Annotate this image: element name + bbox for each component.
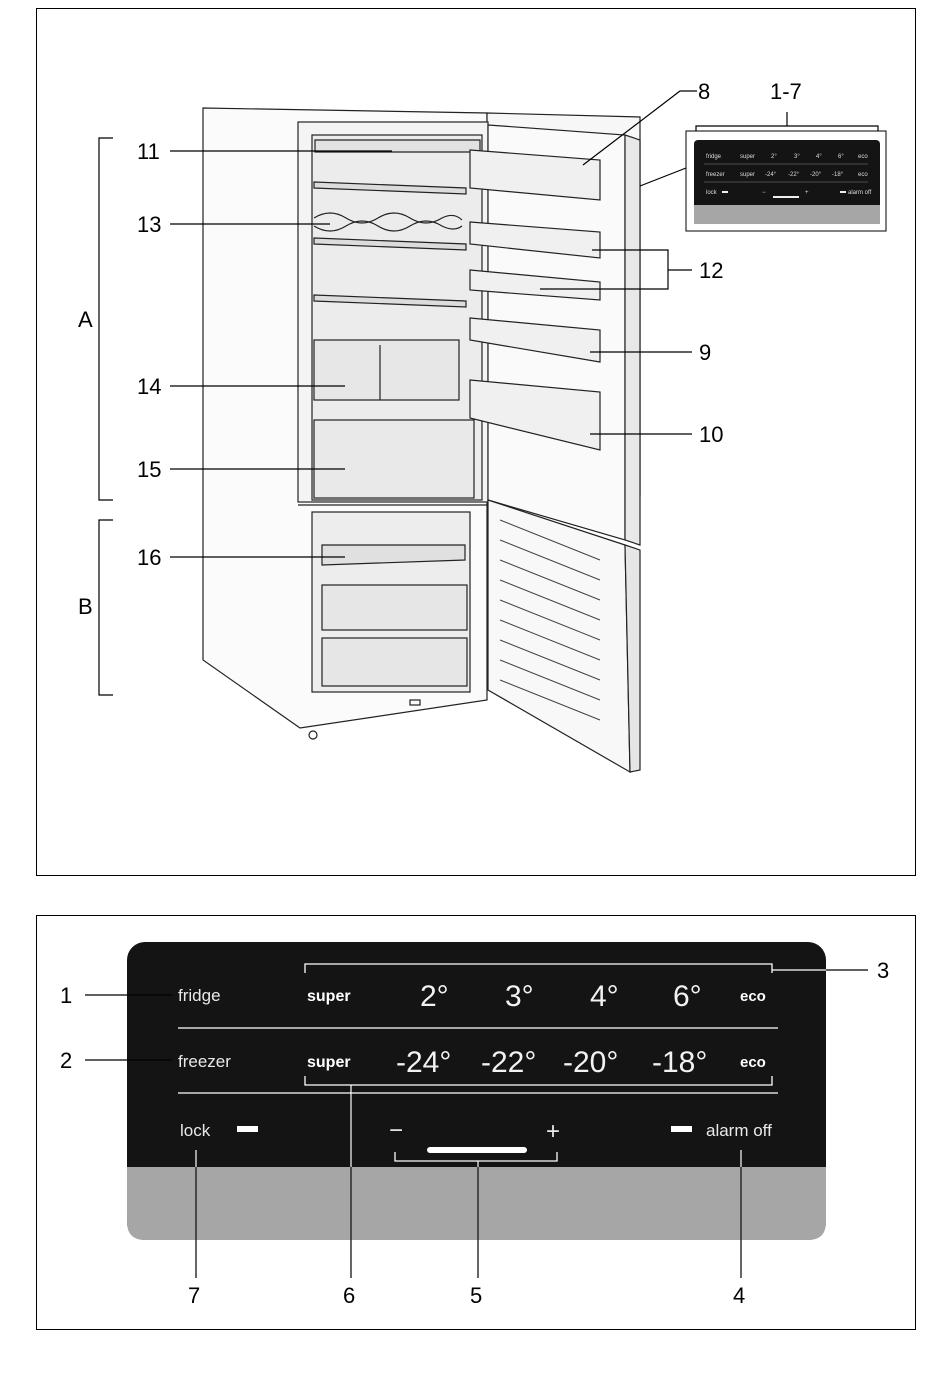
callout-11: 11 — [137, 139, 160, 164]
alarm-off-button[interactable] — [671, 1126, 692, 1132]
mini-fridge-super: super — [740, 154, 755, 160]
fridge-label: fridge — [178, 986, 221, 1005]
callout-13: 13 — [137, 212, 161, 237]
callout-8: 8 — [698, 79, 710, 104]
freezer-label: freezer — [178, 1052, 231, 1071]
mini-freezer-temp-3: -20° — [810, 172, 822, 178]
freezer-temp-24[interactable]: -24° — [396, 1046, 451, 1079]
fridge-illustration — [203, 108, 640, 772]
mini-freezer-temp-4: -18° — [832, 172, 844, 178]
panel-grey-strip — [127, 1167, 826, 1240]
mini-plus: + — [805, 190, 809, 196]
mini-freezer-temp-2: -22° — [788, 172, 800, 178]
lock-button[interactable] — [237, 1126, 258, 1132]
mini-minus: − — [762, 190, 766, 196]
callout-14: 14 — [137, 374, 161, 399]
mini-freezer-eco: eco — [858, 172, 868, 178]
callout-15: 15 — [137, 457, 161, 482]
zone-a-label: A — [78, 307, 93, 332]
zone-b-label: B — [78, 594, 93, 619]
leader-1-7 — [640, 168, 686, 186]
freezer-temp-20[interactable]: -20° — [563, 1046, 618, 1079]
fridge-super-button[interactable]: super — [307, 988, 351, 1005]
callout-9: 9 — [699, 340, 711, 365]
callout-1-7: 1-7 — [770, 79, 802, 104]
callout-5: 5 — [470, 1283, 482, 1308]
callout-6: 6 — [343, 1283, 355, 1308]
mini-alarm-label: alarm off — [848, 190, 872, 196]
callout-3: 3 — [877, 958, 889, 983]
freezer-eco-button[interactable]: eco — [740, 1054, 766, 1071]
mini-fridge-label: fridge — [706, 154, 722, 160]
fridge-temp-4[interactable]: 4° — [590, 980, 619, 1013]
mini-fridge-temp-3: 4° — [816, 154, 822, 160]
fridge-eco-button[interactable]: eco — [740, 988, 766, 1005]
callout-4: 4 — [733, 1283, 745, 1308]
callout-12: 12 — [699, 258, 723, 283]
callout-1: 1 — [60, 983, 72, 1008]
callout-2: 2 — [60, 1048, 72, 1073]
callout-10: 10 — [699, 422, 723, 447]
mini-fridge-temp-4: 6° — [838, 154, 844, 160]
setting-slider[interactable] — [427, 1147, 527, 1153]
mini-freezer-temp-1: -24° — [765, 172, 777, 178]
zone-brackets — [99, 138, 113, 695]
freezer-temp-18[interactable]: -18° — [652, 1046, 707, 1079]
fridge-temp-3[interactable]: 3° — [505, 980, 534, 1013]
minus-button[interactable]: − — [389, 1117, 403, 1144]
callout-16: 16 — [137, 545, 161, 570]
plus-button[interactable]: + — [546, 1118, 560, 1145]
mini-fridge-temp-1: 2° — [771, 154, 777, 160]
callout-7: 7 — [188, 1283, 200, 1308]
mini-fridge-temp-2: 3° — [794, 154, 800, 160]
mini-control-panel: fridge super 2° 3° 4° 6° eco freezer sup… — [686, 112, 886, 231]
freezer-temp-22[interactable]: -22° — [481, 1046, 536, 1079]
fridge-temp-2[interactable]: 2° — [420, 980, 449, 1013]
mini-fridge-eco: eco — [858, 154, 868, 160]
lock-label: lock — [180, 1121, 211, 1140]
mini-lock-label: lock — [706, 190, 718, 196]
freezer-super-button[interactable]: super — [307, 1054, 351, 1071]
control-panel: fridge super 2° 3° 4° 6° eco freezer sup… — [60, 942, 889, 1308]
mini-freezer-super: super — [740, 172, 755, 178]
fridge-temp-6[interactable]: 6° — [673, 980, 702, 1013]
alarm-off-label: alarm off — [706, 1121, 772, 1140]
mini-freezer-label: freezer — [706, 172, 725, 178]
